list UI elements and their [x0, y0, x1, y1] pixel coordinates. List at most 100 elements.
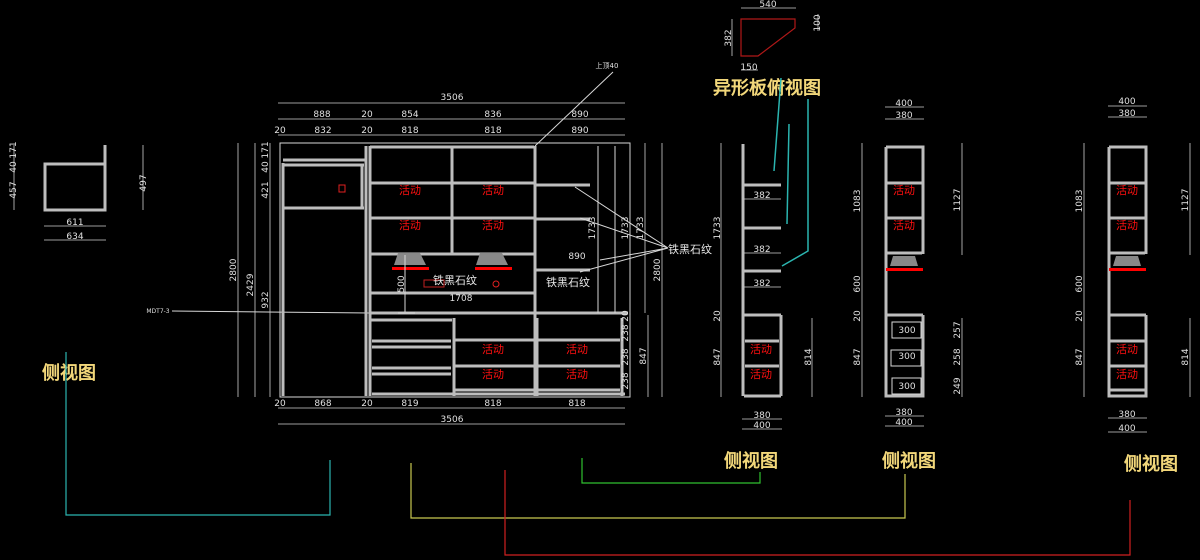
dim-label: 380 — [753, 411, 770, 421]
movable-label: 活动 — [399, 219, 421, 232]
dim-label: 400 — [895, 418, 912, 428]
dim-label: 888 — [313, 110, 330, 120]
material-label: 铁黑石纹 — [546, 275, 590, 289]
leader-line-red — [504, 470, 1131, 556]
dim-label: 1083 — [1075, 190, 1085, 213]
leader-line-green — [581, 458, 761, 484]
dim-label: 380 — [1118, 410, 1135, 420]
dim-label: 1733 — [636, 217, 646, 240]
dim-label: 249 — [953, 377, 963, 394]
movable-label: 活动 — [482, 184, 504, 197]
dim-label: 847 — [713, 348, 723, 365]
movable-label: 活动 — [750, 343, 772, 356]
dim-label: 890 — [571, 110, 588, 120]
dim-label: 854 — [401, 110, 418, 120]
material-label: 铁黑石纹 — [433, 273, 477, 287]
dim-label: 382 — [753, 191, 770, 201]
light-strip — [1109, 268, 1146, 271]
tag-label: MDT7-3 — [146, 308, 169, 315]
dim-label: 814 — [804, 348, 814, 365]
dim-label: 258 — [953, 348, 963, 365]
dim-label: 20 — [361, 399, 373, 409]
dim-label: 497 — [139, 174, 149, 191]
light-strip — [475, 267, 512, 270]
movable-label: 活动 — [566, 368, 588, 381]
dim-label: 1083 — [853, 190, 863, 213]
light-strip — [392, 267, 429, 270]
side-view-3: 400 380 1083 1127 600 20 847 814 380 400… — [1075, 97, 1191, 475]
material-label: 铁黑石纹 — [668, 242, 712, 256]
movable-label: 活动 — [399, 184, 421, 197]
movable-label: 活动 — [1116, 368, 1138, 381]
dim-label: 20 — [1075, 310, 1085, 322]
dim-label: 3506 — [441, 93, 464, 103]
movable-label: 活动 — [482, 219, 504, 232]
dim-label: 20 — [361, 126, 373, 136]
dim-label: 818 — [568, 399, 585, 409]
side-view-label: 侧视图 — [724, 450, 778, 472]
movable-label: 活动 — [482, 343, 504, 356]
dim-label: 932 — [261, 291, 271, 308]
dim-label: 611 — [66, 218, 83, 228]
leader-line — [171, 310, 371, 314]
dim-label: 382 — [753, 279, 770, 289]
dim-label: 818 — [484, 126, 501, 136]
light-strip — [886, 268, 923, 271]
dim-label: 1708 — [450, 294, 473, 304]
dim-label: 500 — [397, 275, 407, 292]
leader-line-cyan — [65, 352, 331, 516]
dim-label: 818 — [401, 126, 418, 136]
dim-label: 868 — [314, 399, 331, 409]
dim-label: 814 — [1181, 348, 1191, 365]
side-view-1: 382 382 382 1733 20 847 814 380 400 活动 活… — [713, 143, 814, 472]
dim-label: 1733 — [588, 217, 598, 240]
dim-label: 1127 — [953, 189, 963, 212]
dim-label: 380 — [1118, 109, 1135, 119]
movable-label: 活动 — [893, 184, 915, 197]
dim-label: 382 — [724, 29, 734, 46]
dim-label: 540 — [759, 0, 776, 10]
dim-label: 20 — [621, 310, 631, 322]
side-view-label: 侧视图 — [882, 450, 936, 472]
shaped-board-top-view: 540 382 100 150 异形板俯视图 — [713, 0, 823, 267]
dim-label: 40 — [261, 161, 271, 173]
dim-label: 847 — [853, 348, 863, 365]
socket-icon — [492, 280, 500, 288]
dim-label: 400 — [895, 99, 912, 109]
dim-label: 400 — [1118, 424, 1135, 434]
dim-label: 457 — [9, 181, 19, 198]
lamp-icon — [890, 256, 918, 266]
left-side-view: 457 40 171 497 611 634 侧视图 — [9, 141, 149, 384]
movable-label: 活动 — [566, 343, 588, 356]
dim-label: 238 — [621, 348, 631, 365]
dim-label: 421 — [261, 181, 271, 198]
dim-label: 257 — [953, 321, 963, 338]
dim-label: 40 — [9, 161, 19, 173]
dim-label: 832 — [314, 126, 331, 136]
dim-label: 3506 — [441, 415, 464, 425]
dim-label: 634 — [66, 232, 83, 242]
dim-label: 847 — [1075, 348, 1085, 365]
movable-label: 活动 — [1116, 343, 1138, 356]
dim-label: 819 — [401, 399, 418, 409]
dim-label: 836 — [484, 110, 501, 120]
handle-icon — [423, 279, 445, 288]
dim-label: 1127 — [1181, 189, 1191, 212]
dim-label: 600 — [1075, 275, 1085, 292]
dim-label: 171 — [9, 141, 19, 158]
dim-label: 382 — [753, 245, 770, 255]
side-view-label: 侧视图 — [42, 362, 96, 384]
dim-label: 20 — [713, 310, 723, 322]
dim-label: 890 — [568, 252, 585, 262]
dim-label: 171 — [261, 141, 271, 158]
movable-label: 活动 — [893, 219, 915, 232]
handle-icon — [338, 184, 346, 193]
dim-label: 400 — [1118, 97, 1135, 107]
lamp-icon — [394, 253, 508, 265]
dim-label: 400 — [753, 421, 770, 431]
leader-line-yellow — [410, 463, 906, 519]
dim-label: 1733 — [713, 217, 723, 240]
dim-label: 380 — [895, 111, 912, 121]
shaped-board-label: 异形板俯视图 — [713, 77, 821, 99]
